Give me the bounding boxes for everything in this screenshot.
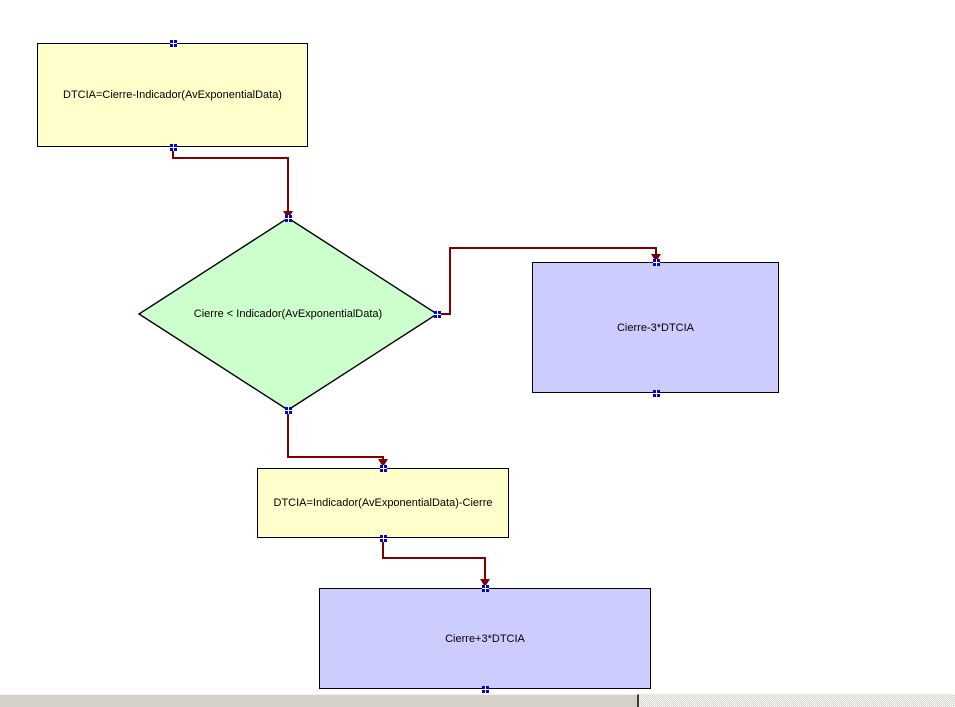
node-process-dtcia-indicador-minus-cierre[interactable]: DTCIA=Indicador(AvExponentialData)-Cierr… [257,468,509,538]
scrollbar-track[interactable] [639,694,955,707]
handle-decision-top[interactable] [285,215,292,222]
node-process-dtcia-cierre-minus-indicador[interactable]: DTCIA=Cierre-Indicador(AvExponentialData… [37,43,308,147]
handle-calcup-bottom[interactable] [380,535,387,542]
handle-decision-bottom[interactable] [285,407,292,414]
node-output-cierre-plus-3dtcia[interactable]: Cierre+3*DTCIA [319,588,651,689]
handle-bandupper-bottom[interactable] [482,686,489,693]
node-label: Cierre+3*DTCIA [445,632,525,645]
connector-calcup-to-bandupper[interactable] [382,538,486,586]
connector-decision-to-calcup[interactable] [287,410,384,466]
handle-decision-right[interactable] [434,311,441,318]
node-output-cierre-minus-3dtcia[interactable]: Cierre-3*DTCIA [532,262,779,393]
handle-bandupper-top[interactable] [482,585,489,592]
handle-bandlower-bottom[interactable] [653,390,660,397]
node-label: DTCIA=Indicador(AvExponentialData)-Cierr… [273,497,493,509]
handle-calcdown-top[interactable] [170,40,177,47]
handle-calcup-top[interactable] [380,465,387,472]
handle-calcdown-bottom[interactable] [170,144,177,151]
decision-diamond-label: Cierre < Indicador(AvExponentialData) [139,303,437,325]
node-label: DTCIA=Cierre-Indicador(AvExponentialData… [63,89,282,101]
handle-bandlower-top[interactable] [653,259,660,266]
connector-calcdown-to-decision[interactable] [172,147,289,217]
horizontal-scrollbar[interactable] [0,694,955,707]
node-label: Cierre-3*DTCIA [616,321,694,334]
scrollbar-thumb[interactable] [0,694,639,707]
node-label: Cierre < Indicador(AvExponentialData) [193,308,383,320]
